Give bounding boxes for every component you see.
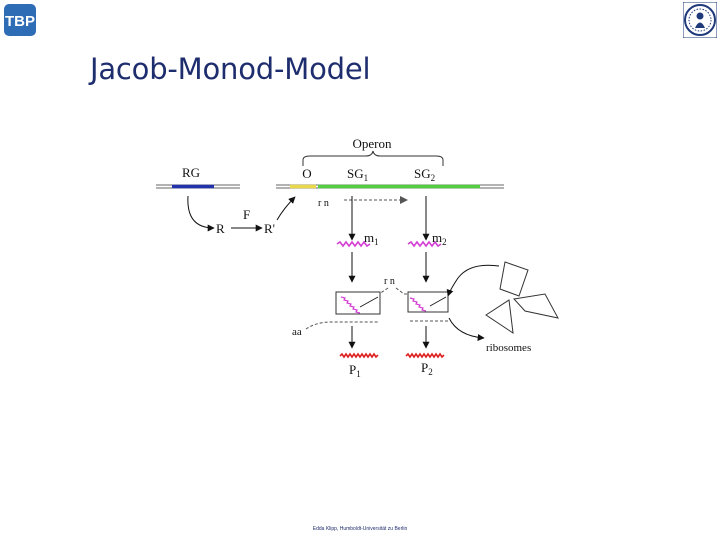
free-ribosome-3 xyxy=(486,300,513,333)
operator-label: O xyxy=(302,166,311,181)
effector-label: F xyxy=(243,207,250,222)
p1-label: P1 xyxy=(349,362,361,379)
rg-to-repressor-arrow xyxy=(188,196,214,228)
footer-credit: Edda Klipp, Humboldt-Universität zu Berl… xyxy=(0,526,720,532)
rn-dashed-line-3 xyxy=(396,288,408,294)
operon-label: Operon xyxy=(353,136,392,151)
p2-label: P2 xyxy=(421,360,433,377)
m2-label: m2 xyxy=(432,230,447,247)
operon-dna xyxy=(276,185,504,188)
free-ribosome-2 xyxy=(514,294,558,318)
repressor-label: R xyxy=(216,221,225,236)
protein-p1 xyxy=(340,354,378,357)
regulator-gene-dna xyxy=(156,185,240,188)
protein-p2 xyxy=(406,354,444,357)
m1-label: m1 xyxy=(364,230,379,247)
ribosome-recycle-arrow-in xyxy=(448,265,499,296)
rn-label-translation: r n xyxy=(384,276,395,287)
rg-label: RG xyxy=(182,165,200,180)
active-repressor-label: R' xyxy=(264,221,275,236)
free-ribosome-1 xyxy=(500,262,528,296)
aa-dashed-line-1 xyxy=(306,322,378,329)
rn-label-transcription: r n xyxy=(318,198,329,209)
sg2-label: SG2 xyxy=(414,166,435,183)
ribosomes-label: ribosomes xyxy=(486,342,531,354)
ribosome-complex-2 xyxy=(408,292,448,312)
aa-label: aa xyxy=(292,326,302,338)
ribosome-recycle-arrow-out xyxy=(449,318,484,338)
free-ribosomes xyxy=(486,262,558,333)
rn-arrowhead-1 xyxy=(400,196,408,204)
ribosome-complex-1 xyxy=(336,292,380,314)
sg1-label: SG1 xyxy=(347,166,368,183)
operon-brace xyxy=(303,151,443,166)
repressor-to-operator-arrow xyxy=(277,197,295,220)
